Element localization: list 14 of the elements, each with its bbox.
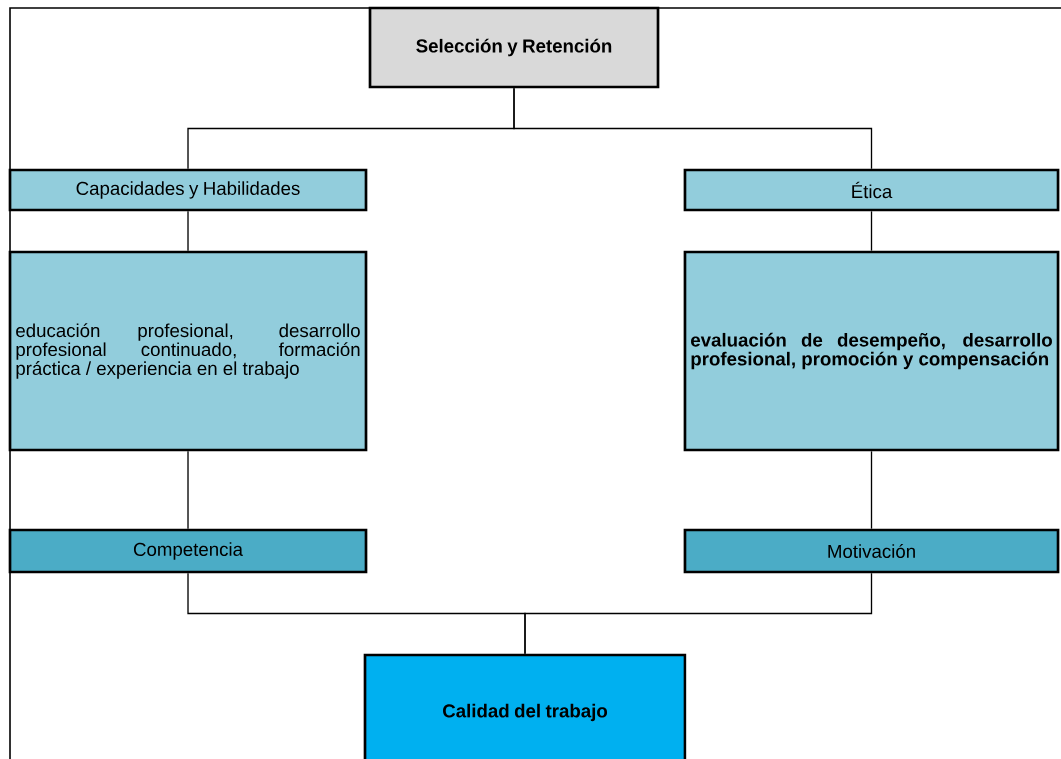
category-box: Capacidades y Habilidades — [8, 168, 368, 212]
text-box: evaluación de desempeño, desarrollo profesional, promoción y compensación — [683, 250, 1060, 452]
outcome-box: Motivación — [683, 528, 1060, 574]
connector-line — [870, 450, 873, 530]
category-box: Ética — [683, 168, 1060, 212]
connector-line — [524, 572, 873, 655]
connector-line — [187, 210, 189, 252]
connector-line — [513, 87, 873, 170]
text-box: educación profesional, desarrollo profesional continuado, formación práctica / experiencia en el trabajo — [8, 250, 368, 452]
process-box: Selección y Retención — [368, 6, 660, 89]
connector-line — [870, 210, 873, 252]
connector-line — [187, 450, 189, 530]
result-box: Calidad del trabajo — [363, 653, 687, 759]
outcome-box: Competencia — [8, 528, 368, 574]
